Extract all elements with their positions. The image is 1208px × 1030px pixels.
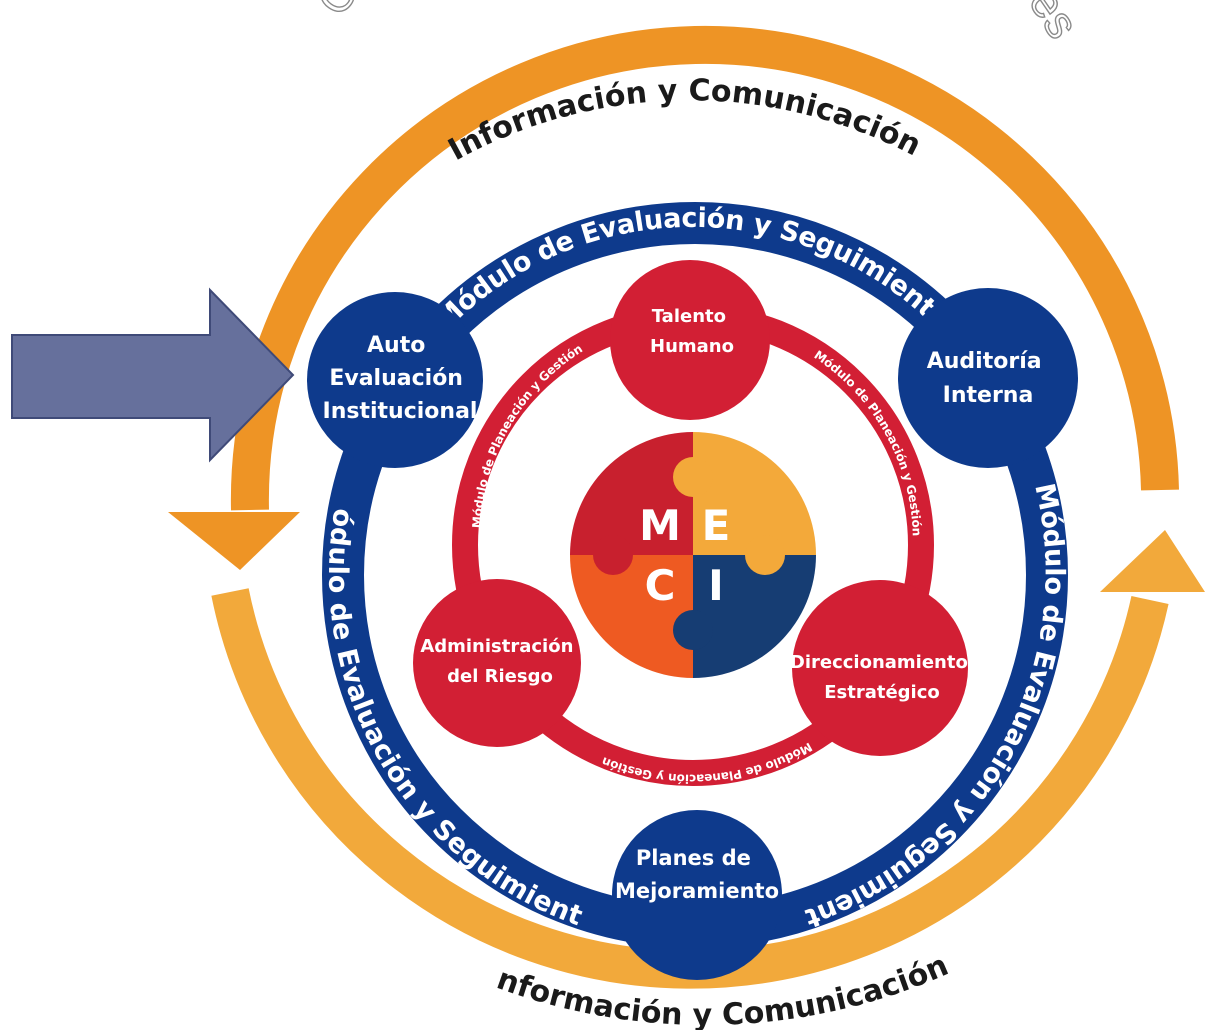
node-talento: Talento Humano bbox=[610, 260, 770, 420]
node-auto-evaluacion-line2: Evaluación bbox=[329, 366, 463, 391]
node-auditoria: Auditoría Interna bbox=[898, 288, 1078, 468]
node-auditoria-line1: Auditoría bbox=[927, 349, 1042, 374]
node-riesgo-line1: Administración bbox=[420, 636, 573, 657]
node-talento-line1: Talento bbox=[652, 306, 726, 327]
node-direccionamiento: Direccionamiento Estratégico bbox=[790, 580, 974, 756]
node-planes-line2: Mejoramiento bbox=[615, 879, 779, 903]
node-direccionamiento-line2: Estratégico bbox=[824, 682, 940, 703]
node-talento-line2: Humano bbox=[650, 336, 734, 357]
meci-letter-i: I bbox=[708, 561, 724, 610]
meci-puzzle: M E C I bbox=[570, 432, 816, 678]
meci-letter-e: E bbox=[702, 501, 731, 550]
node-auto-evaluacion-line1: Auto bbox=[367, 333, 425, 358]
svg-text:Auditoría Interna: Auditoría Interna bbox=[927, 349, 1050, 408]
pointer-arrow-icon bbox=[11, 287, 295, 463]
node-planes: Planes de Mejoramiento bbox=[612, 810, 782, 980]
svg-text:Administración del Riesg: Administración del Riesgo bbox=[420, 636, 579, 687]
node-direccionamiento-line1: Direccionamiento bbox=[790, 652, 968, 673]
right-arrowhead bbox=[1100, 530, 1205, 592]
left-arrowhead bbox=[168, 512, 300, 570]
svg-text:Talento Humano: Talento Humano bbox=[650, 306, 734, 357]
node-auto-evaluacion: Auto Evaluación Institucional bbox=[307, 292, 483, 468]
node-planes-line1: Planes de bbox=[636, 846, 751, 870]
meci-letter-m: M bbox=[639, 501, 681, 550]
node-auditoria-line2: Interna bbox=[943, 383, 1034, 408]
top-orange-band bbox=[230, 25, 1179, 511]
node-riesgo: Administración del Riesgo bbox=[413, 579, 581, 747]
node-riesgo-line2: del Riesgo bbox=[447, 666, 553, 687]
svg-text:Planes de Mejoramiento: Planes de Mejoramiento bbox=[615, 846, 779, 903]
svg-text:Auto Evaluación In: Auto Evaluación Institucional bbox=[323, 333, 478, 424]
meci-letter-c: C bbox=[645, 561, 676, 610]
node-auto-evaluacion-line3: Institucional bbox=[323, 399, 478, 424]
svg-text:Direccionamiento Estraté: Direccionamiento Estratégico bbox=[790, 652, 974, 703]
